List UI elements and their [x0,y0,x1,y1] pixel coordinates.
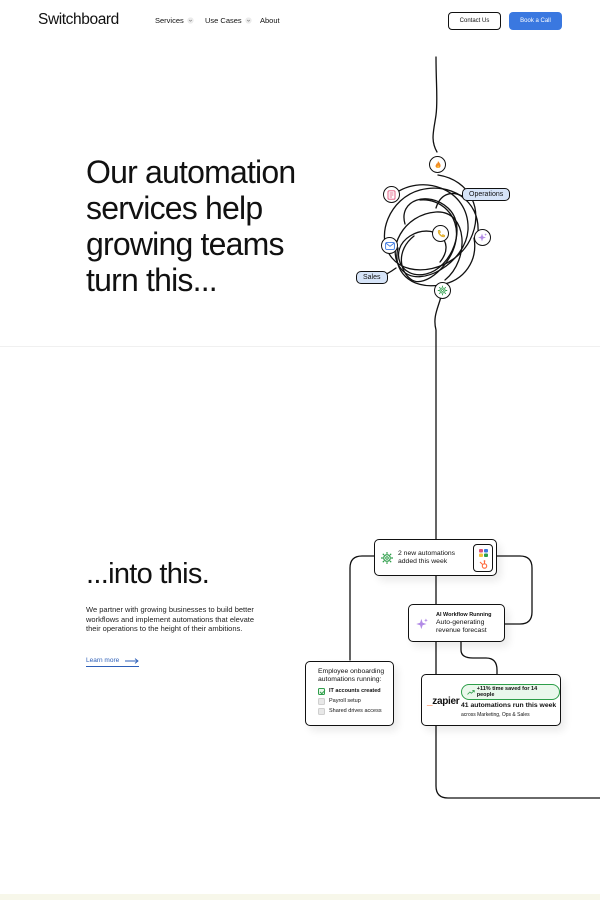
checkbox[interactable] [318,708,325,715]
checklist-item: Payroll setup [318,698,393,705]
checklist-item: Shared drives access [318,708,393,715]
sales-chip: Sales [356,271,388,284]
checklist-label: Payroll setup [329,698,361,704]
operations-chip: Operations [462,188,511,201]
ai-workflow-title: AI Workflow Running [436,612,492,618]
app-icons-stack [473,544,493,572]
gear-icon [381,552,393,564]
new-automations-line1: 2 new automations [398,550,456,557]
new-automations-line2: added this week [398,558,448,565]
book-a-call-button[interactable]: Book a Call [509,12,562,30]
hero-title-line: turn this... [86,262,218,298]
zapier-headline: 41 automations run this week [461,702,557,709]
app-logo-icon [479,549,488,557]
ai-workflow-line1: Auto-generating [436,619,485,626]
section-divider [0,346,600,347]
gear-icon [434,282,451,299]
mail-icon [381,237,398,254]
chevron-down-icon [245,17,252,24]
top-nav: Switchboard Services Use Cases About Con… [0,0,600,42]
hubspot-icon [479,560,488,569]
phone-icon [432,225,449,242]
zapier-logo: _zapier [427,696,460,707]
fire-icon [429,156,446,173]
chevron-down-icon [187,17,194,24]
arrow-right-icon [125,657,139,664]
checklist-label: IT accounts created [329,688,381,694]
nav-about[interactable]: About [260,16,280,25]
learn-more-label: Learn more [86,657,120,664]
time-saved-badge: +11% time saved for 14 people [461,684,560,700]
form-icon [383,186,400,203]
into-body: We partner with growing businesses to bu… [86,605,255,633]
checkbox-checked[interactable] [318,688,325,695]
learn-more-link[interactable]: Learn more [86,657,140,667]
trend-up-icon [467,689,475,695]
nav-about-label: About [260,16,280,25]
onboarding-line2: automations running: [318,676,382,683]
logo[interactable]: Switchboard [38,11,119,28]
nav-services[interactable]: Services [155,16,194,25]
checklist-label: Shared drives access [329,708,382,714]
nav-use-cases-label: Use Cases [205,16,242,25]
new-automations-card: 2 new automations added this week [374,539,497,576]
onboarding-line1: Employee onboarding [318,668,385,675]
hero-title: Our automation services help growing tea… [86,154,326,298]
sparkle-icon [474,229,491,246]
footer-strip [0,894,600,900]
nav-use-cases[interactable]: Use Cases [205,16,252,25]
sparkle-icon [416,618,428,630]
ai-workflow-card: AI Workflow Running Auto-generating reve… [408,604,505,642]
checkbox[interactable] [318,698,325,705]
zapier-sub: across Marketing, Ops & Sales [461,712,530,718]
hero-title-line: growing teams [86,226,285,262]
onboarding-card: Employee onboarding automations running:… [305,661,394,726]
hero-title-line: Our automation [86,154,296,190]
hero-title-line: services help [86,190,263,226]
zapier-logo-text: zapier [432,696,460,707]
into-title: ...into this. [86,558,210,590]
checklist-item: IT accounts created [318,688,393,695]
contact-us-button[interactable]: Contact Us [448,12,501,30]
zapier-card: _zapier +11% time saved for 14 people 41… [421,674,561,726]
time-saved-text: +11% time saved for 14 people [476,686,538,698]
ai-workflow-line2: revenue forecast [436,627,487,634]
nav-services-label: Services [155,16,184,25]
